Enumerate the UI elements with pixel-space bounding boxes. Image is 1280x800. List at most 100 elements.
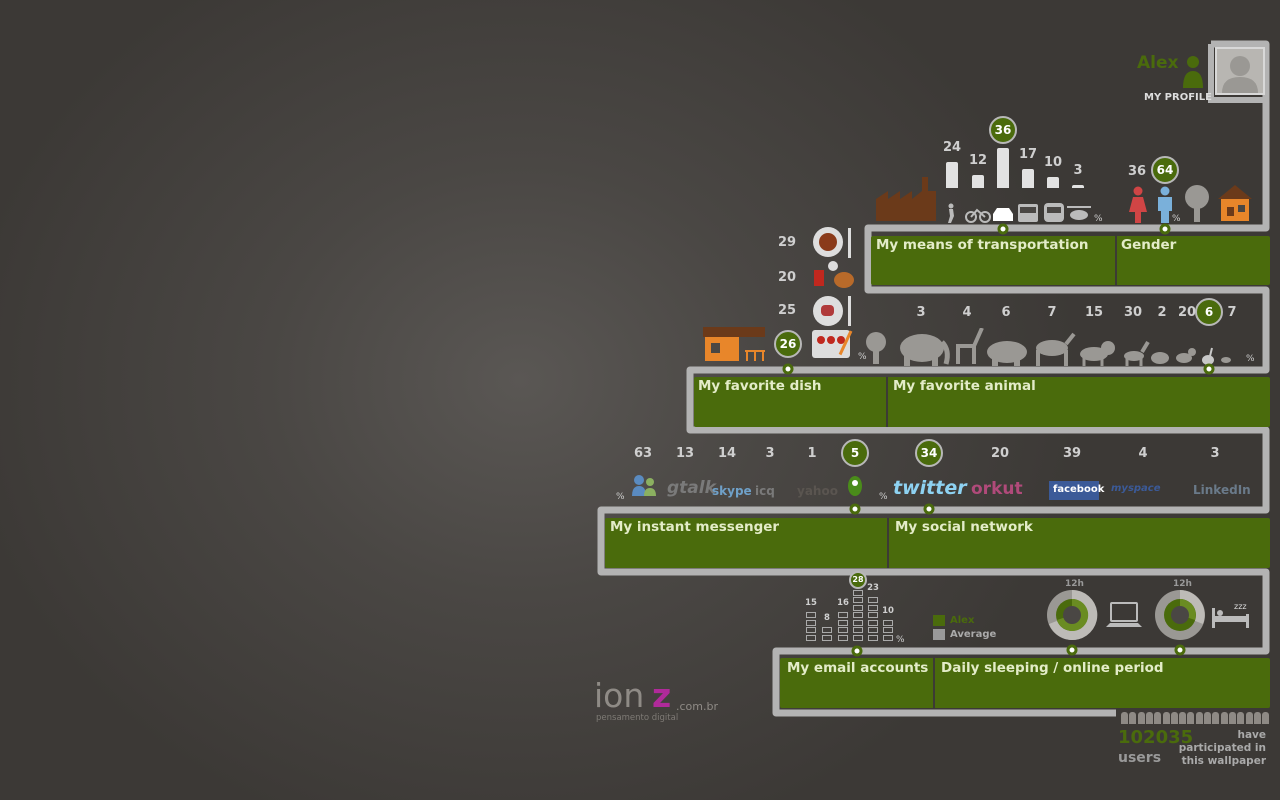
pig-icon: [1151, 352, 1169, 364]
participant-icon: [1187, 712, 1195, 724]
email-envelope-icon: [838, 627, 848, 633]
factory-icon: [876, 177, 936, 221]
email-envelope-icon: [806, 627, 816, 633]
dish-highlight-badge: 26: [774, 330, 802, 358]
email-envelope-icon: [838, 634, 848, 641]
participant-icon: [1170, 712, 1178, 724]
email-envelope-icon: [853, 634, 863, 641]
email-envelope-icon: [853, 612, 863, 618]
bus-icon: [1018, 204, 1038, 222]
dish-icons: [812, 227, 854, 358]
email-envelope-icon: [868, 604, 878, 611]
transport-bar: [946, 161, 958, 188]
aim-icon: [848, 476, 862, 496]
cat-icon: [1176, 348, 1196, 363]
legend-alex-swatch: [933, 615, 945, 626]
avatar[interactable]: [1215, 47, 1265, 95]
transport-icons: [948, 203, 1091, 223]
participant-icon: [1121, 712, 1128, 724]
animal-label[interactable]: My favorite animal: [893, 378, 1036, 394]
animal-value: 15: [1084, 305, 1104, 320]
dish-label[interactable]: My favorite dish: [698, 378, 822, 394]
participant-note-1: have: [1237, 729, 1266, 741]
messenger-social-panel: [605, 518, 1270, 568]
animal-highlight-badge: 6: [1195, 298, 1223, 326]
animal-value: 3: [916, 305, 926, 320]
participant-icon: [1145, 712, 1153, 724]
linkedin-logo: LinkedIn: [1193, 483, 1251, 497]
participant-note-3: this wallpaper: [1181, 755, 1266, 767]
messenger-connector: [849, 503, 861, 515]
tree-small-icon: [866, 332, 886, 364]
participant-icon: [1129, 712, 1137, 724]
rabbit-icon: [1202, 347, 1214, 365]
email-envelope-icon: [806, 612, 816, 618]
email-highlight-badge: 28: [849, 570, 867, 589]
transport-bar: [1072, 184, 1084, 188]
participant-unit: users: [1118, 750, 1162, 766]
tree-icon: [1185, 185, 1209, 222]
legend-average-label: Average: [950, 629, 997, 640]
car-icon: [993, 208, 1013, 221]
email-envelope-icon: [883, 619, 893, 626]
profile-name: Alex: [1137, 53, 1179, 73]
email-envelope-icon: [868, 612, 878, 618]
email-envelope-icon: [853, 619, 863, 626]
transport-bar: [1022, 169, 1034, 188]
bird-icon: [1221, 357, 1231, 363]
email-envelope-icon: [883, 634, 893, 641]
messenger-value: 3: [765, 446, 775, 461]
email-envelope-icon: [853, 589, 863, 596]
dish-value-2: 25: [777, 303, 797, 318]
myspace-logo: myspace: [1111, 483, 1161, 494]
messenger-percent: %: [616, 492, 625, 502]
gender-connector: [1159, 223, 1171, 235]
email-label[interactable]: My email accounts: [787, 660, 929, 676]
brand-main-a: ion: [594, 676, 645, 715]
brand-suffix: .com.br: [676, 700, 718, 713]
twitter-logo: twitter: [893, 477, 967, 499]
participant-note-2: participated in: [1178, 742, 1266, 754]
social-percent: %: [879, 492, 888, 502]
gtalk-logo: gtalk: [667, 478, 716, 498]
legend-average-swatch: [933, 629, 945, 640]
skype-logo: skype: [712, 484, 752, 498]
participant-icon: [1228, 712, 1236, 724]
animal-value: 6: [1001, 305, 1011, 320]
brand-logo[interactable]: ion z .com.br pensamento digital: [594, 676, 734, 726]
transport-bar: [997, 148, 1009, 188]
gender-percent: %: [1172, 214, 1181, 224]
my-profile-link[interactable]: MY PROFILE: [1144, 92, 1212, 103]
online-clock-chart: [1155, 590, 1205, 640]
messenger-label[interactable]: My instant messenger: [610, 519, 780, 535]
transport-label[interactable]: My means of transportation: [876, 237, 1089, 253]
social-connector: [923, 503, 935, 515]
messenger-value: 14: [717, 446, 737, 461]
social-value: 3: [1210, 446, 1220, 461]
animal-value: 7: [1227, 305, 1237, 320]
user-icon: [1183, 56, 1203, 88]
animal-value: 20: [1177, 305, 1197, 320]
email-envelope-icon: [868, 597, 878, 603]
participant-icon: [1212, 712, 1220, 724]
bear-icon: [987, 341, 1027, 366]
email-envelope-icon: [806, 634, 816, 641]
social-label[interactable]: My social network: [895, 519, 1033, 535]
transport-gender-panel: [871, 236, 1270, 285]
social-value: 4: [1138, 446, 1148, 461]
orkut-logo: orkut: [971, 479, 1023, 499]
participant-icon: [1162, 712, 1170, 724]
online-connector: [1174, 644, 1186, 656]
animal-value: 2: [1157, 305, 1167, 320]
gender-label[interactable]: Gender: [1121, 237, 1177, 253]
email-value: 8: [824, 613, 830, 623]
messenger-value: 63: [633, 446, 653, 461]
sleep-label[interactable]: Daily sleeping / online period: [941, 660, 1164, 676]
lion-icon: [1080, 341, 1115, 366]
msn-icon: [632, 475, 656, 496]
email-envelope-icon: [806, 619, 816, 626]
transport-connector: [997, 223, 1009, 235]
animal-connector: [1203, 363, 1215, 375]
online-clock-label: 12h: [1173, 579, 1192, 589]
transport-value: 24: [942, 139, 962, 155]
